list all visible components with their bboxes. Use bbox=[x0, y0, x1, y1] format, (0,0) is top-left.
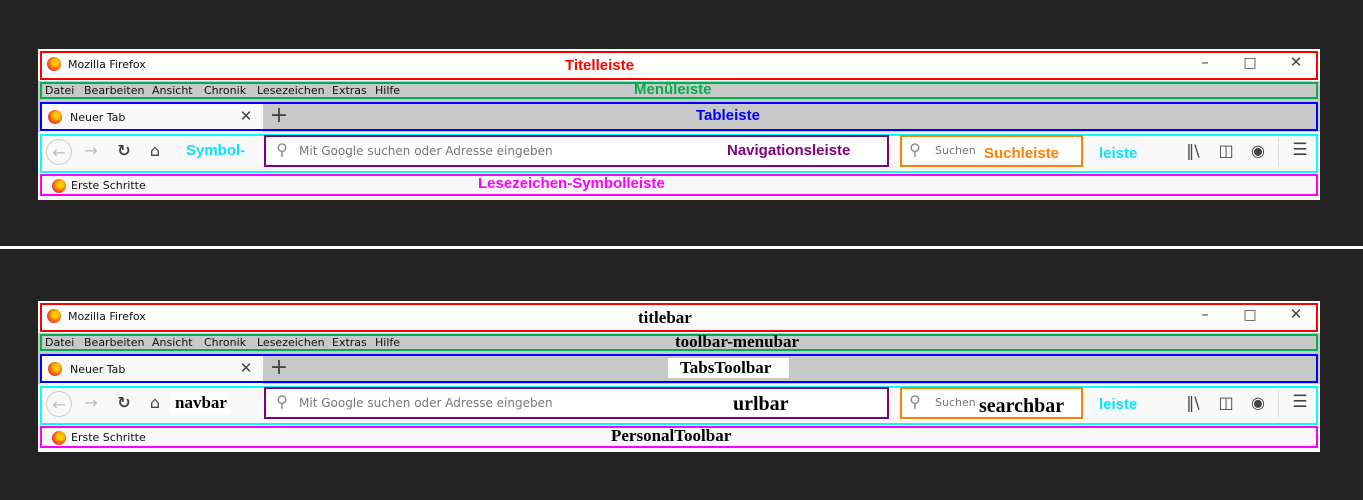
titlebar: Mozilla Firefox – □ ✕ bbox=[38, 301, 1320, 333]
label-navbar-a: Symbol- bbox=[186, 142, 246, 159]
firefox-logo-icon bbox=[48, 362, 62, 376]
new-tab-icon[interactable]: + bbox=[269, 103, 289, 128]
tab-neuer-tab[interactable]: Neuer Tab ✕ bbox=[40, 103, 263, 132]
label-tabbar: TabsToolbar bbox=[668, 358, 790, 378]
menu-icon[interactable]: ☰ bbox=[1292, 392, 1308, 412]
sidebar-icon[interactable]: ◫ bbox=[1218, 393, 1234, 412]
divider bbox=[0, 246, 1363, 249]
account-icon[interactable]: ◉ bbox=[1251, 141, 1265, 160]
close-icon[interactable]: ✕ bbox=[1289, 305, 1303, 323]
close-icon[interactable]: ✕ bbox=[1289, 53, 1303, 71]
reload-icon[interactable]: ↻ bbox=[117, 141, 131, 160]
library-icon[interactable]: ‖\ bbox=[1186, 141, 1200, 160]
menu-item-ansicht[interactable]: Ansicht bbox=[152, 336, 193, 349]
menu-item-datei[interactable]: Datei bbox=[45, 336, 75, 349]
label-urlbar: urlbar bbox=[733, 393, 789, 415]
home-icon[interactable]: ⌂ bbox=[149, 141, 161, 160]
label-searchbar: searchbar bbox=[979, 395, 1065, 417]
menubar: Datei Bearbeiten Ansicht Chronik Lesezeichen… bbox=[38, 333, 1320, 353]
menu-item-chronik[interactable]: Chronik bbox=[204, 84, 247, 97]
bookmarks-toolbar: Erste Schritte bbox=[38, 174, 1320, 200]
searchbar[interactable]: ⚲ Suchen bbox=[900, 387, 1083, 418]
urlbar[interactable]: ⚲ Mit Google suchen oder Adresse eingeben bbox=[264, 387, 889, 418]
forward-icon[interactable]: → bbox=[84, 141, 98, 160]
bookmark-erste-schritte[interactable]: Erste Schritte bbox=[71, 179, 146, 192]
label-menubar: toolbar-menubar bbox=[675, 332, 800, 351]
label-navbar-a: navbar bbox=[171, 393, 231, 413]
tab-bar: Neuer Tab ✕ + bbox=[38, 101, 1320, 132]
firefox-logo-icon bbox=[47, 309, 61, 323]
label-searchbar: Suchleiste bbox=[984, 145, 1060, 162]
label-titlebar: Titelleiste bbox=[565, 57, 634, 74]
search-icon: ⚲ bbox=[909, 392, 921, 411]
reload-icon[interactable]: ↻ bbox=[117, 393, 131, 412]
new-tab-icon[interactable]: + bbox=[269, 355, 289, 380]
toolbar-separator bbox=[1278, 138, 1279, 166]
sidebar-icon[interactable]: ◫ bbox=[1218, 141, 1234, 160]
search-placeholder: Suchen bbox=[935, 144, 976, 157]
menu-item-lesezeichen[interactable]: Lesezeichen bbox=[257, 84, 325, 97]
label-bookmarks: PersonalToolbar bbox=[611, 426, 732, 445]
tab-close-icon[interactable]: ✕ bbox=[239, 359, 253, 377]
menu-item-lesezeichen[interactable]: Lesezeichen bbox=[257, 336, 325, 349]
navbar: ← → ↻ ⌂ ⚲ Mit Google suchen oder Adresse eing… bbox=[38, 384, 1320, 426]
label-menubar: Menüleiste bbox=[634, 81, 712, 98]
label-navbar-b: leiste bbox=[1099, 145, 1138, 162]
search-icon: ⚲ bbox=[276, 140, 288, 159]
firefox-logo-icon bbox=[48, 110, 62, 124]
url-placeholder: Mit Google suchen oder Adresse eingeben bbox=[299, 144, 553, 158]
forward-icon[interactable]: → bbox=[84, 393, 98, 412]
url-placeholder: Mit Google suchen oder Adresse eingeben bbox=[299, 396, 553, 410]
window-title: Mozilla Firefox bbox=[68, 58, 146, 71]
search-placeholder: Suchen bbox=[935, 396, 976, 409]
menu-icon[interactable]: ☰ bbox=[1292, 140, 1308, 160]
minimize-icon[interactable]: – bbox=[1201, 53, 1209, 71]
searchbar[interactable]: ⚲ Suchen bbox=[900, 135, 1083, 166]
titlebar: Mozilla Firefox – □ ✕ bbox=[38, 49, 1320, 81]
menu-item-chronik[interactable]: Chronik bbox=[204, 336, 247, 349]
tab-label: Neuer Tab bbox=[70, 363, 126, 376]
firefox-window: Mozilla Firefox – □ ✕ Datei Bearbeiten Ansicht… bbox=[38, 301, 1320, 452]
menu-item-bearbeiten[interactable]: Bearbeiten bbox=[84, 84, 145, 97]
search-icon: ⚲ bbox=[909, 140, 921, 159]
minimize-icon[interactable]: – bbox=[1201, 305, 1209, 323]
firefox-logo-icon bbox=[52, 431, 66, 445]
label-tabbar: Tableiste bbox=[696, 107, 760, 124]
menubar: Datei Bearbeiten Ansicht Chronik Lesezeichen… bbox=[38, 81, 1320, 101]
menu-item-extras[interactable]: Extras bbox=[332, 336, 367, 349]
firefox-logo-icon bbox=[47, 57, 61, 71]
library-icon[interactable]: ‖\ bbox=[1186, 393, 1200, 412]
navbar: ← → ↻ ⌂ ⚲ Mit Google suchen oder Adresse eing… bbox=[38, 132, 1320, 174]
firefox-logo-icon bbox=[52, 179, 66, 193]
tab-close-icon[interactable]: ✕ bbox=[239, 107, 253, 125]
home-icon[interactable]: ⌂ bbox=[149, 393, 161, 412]
maximize-icon[interactable]: □ bbox=[1243, 307, 1257, 323]
menu-item-hilfe[interactable]: Hilfe bbox=[375, 84, 401, 97]
window-title: Mozilla Firefox bbox=[68, 310, 146, 323]
label-urlbar: Navigationsleiste bbox=[727, 142, 851, 159]
urlbar[interactable]: ⚲ Mit Google suchen oder Adresse eingeben bbox=[264, 135, 889, 166]
account-icon[interactable]: ◉ bbox=[1251, 393, 1265, 412]
menu-item-datei[interactable]: Datei bbox=[45, 84, 75, 97]
menu-item-hilfe[interactable]: Hilfe bbox=[375, 336, 401, 349]
back-icon[interactable]: ← bbox=[46, 139, 72, 165]
maximize-icon[interactable]: □ bbox=[1243, 55, 1257, 71]
label-titlebar: titlebar bbox=[638, 308, 692, 327]
label-bookmarks: Lesezeichen-Symbolleiste bbox=[478, 175, 665, 192]
label-navbar-b: leiste bbox=[1099, 396, 1138, 413]
search-icon: ⚲ bbox=[276, 392, 288, 411]
firefox-window: Mozilla Firefox – □ ✕ Datei Bearbeiten Ansicht… bbox=[38, 49, 1320, 200]
toolbar-separator bbox=[1278, 390, 1279, 418]
tab-neuer-tab[interactable]: Neuer Tab ✕ bbox=[40, 355, 263, 384]
tab-label: Neuer Tab bbox=[70, 111, 126, 124]
back-icon[interactable]: ← bbox=[46, 391, 72, 417]
menu-item-ansicht[interactable]: Ansicht bbox=[152, 84, 193, 97]
menu-item-bearbeiten[interactable]: Bearbeiten bbox=[84, 336, 145, 349]
menu-item-extras[interactable]: Extras bbox=[332, 84, 367, 97]
bookmark-erste-schritte[interactable]: Erste Schritte bbox=[71, 431, 146, 444]
